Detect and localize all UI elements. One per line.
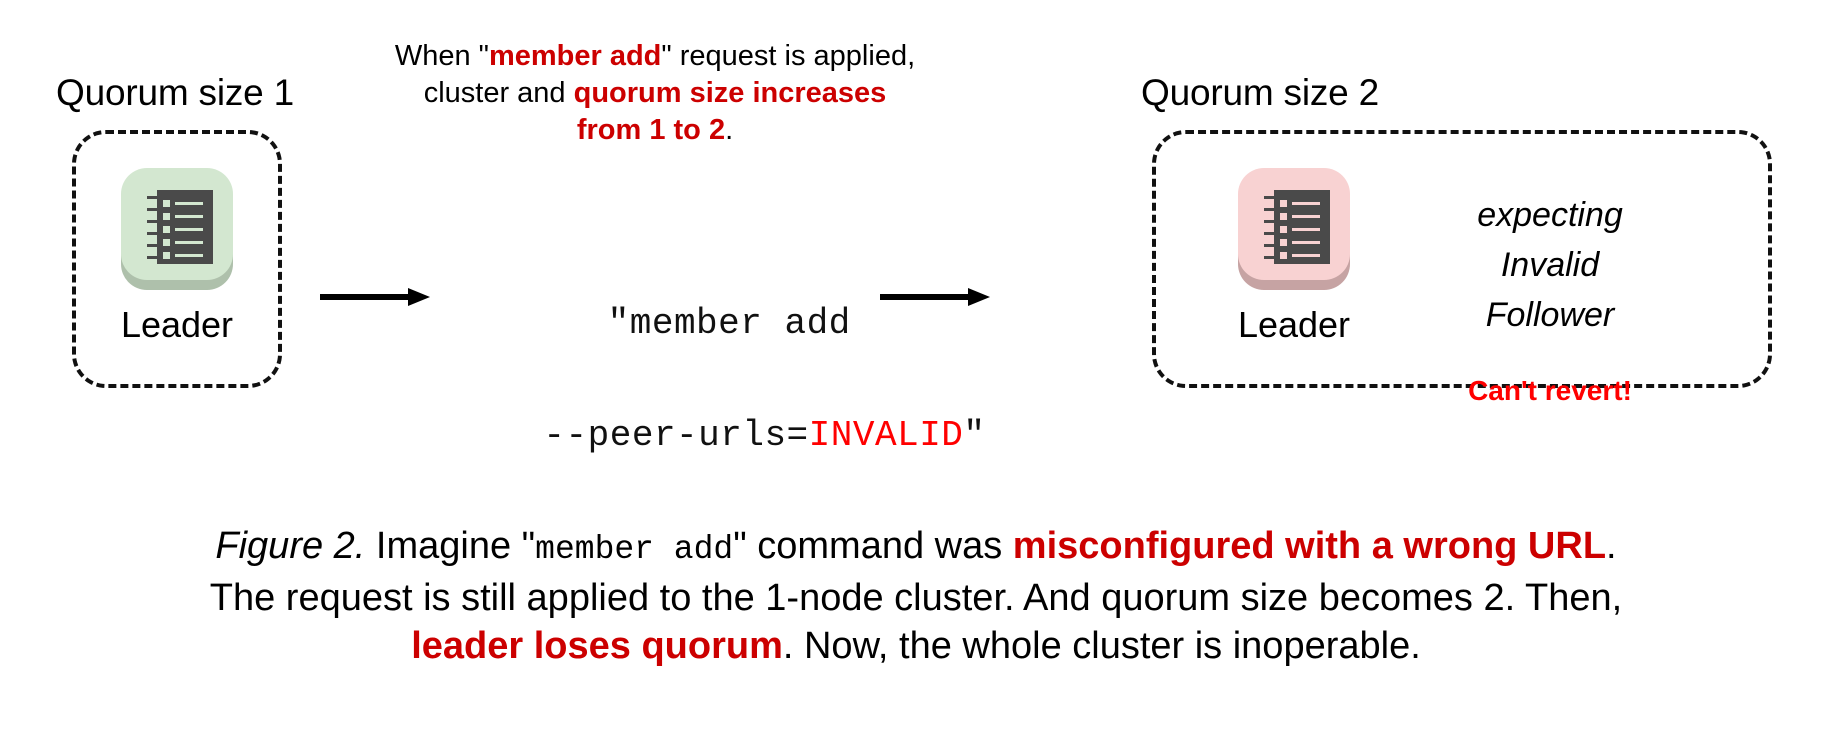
- ledger-icon: [1264, 190, 1330, 264]
- command-invalid-token: INVALID: [808, 415, 964, 456]
- left-cluster-box: [72, 130, 282, 388]
- right-node-label: Leader: [1237, 304, 1351, 345]
- top-note-seg1: When ": [394, 40, 489, 72]
- command-line-2-suffix: ": [963, 415, 986, 456]
- top-note-member-add: member add: [488, 40, 662, 72]
- expecting-status-text: expecting Invalid Follower: [1390, 190, 1710, 340]
- top-annotation: When "member add" request is applied, cl…: [345, 38, 965, 149]
- caption-red-misconfigured: misconfigured with a wrong URL: [1012, 525, 1607, 567]
- right-cluster-box: [1152, 130, 1772, 388]
- figure-caption: Figure 2. Imagine "member add" command w…: [0, 522, 1832, 670]
- right-arrow-right-icon: [880, 288, 990, 306]
- right-cluster-title: Quorum size 2: [1141, 72, 1379, 113]
- right-node-icon-wrap: [1232, 160, 1356, 296]
- left-node-tile: [121, 168, 233, 280]
- left-node-icon-wrap: [115, 160, 239, 296]
- status-line-1: expecting: [1477, 196, 1623, 234]
- caption-line-3: leader loses quorum. Now, the whole clus…: [0, 622, 1832, 670]
- top-note-seg3: " request is applied,: [661, 40, 916, 72]
- status-line-2: Invalid: [1500, 246, 1600, 284]
- caption-figure-number: Figure 2.: [215, 525, 366, 567]
- caption-line-2: The request is still applied to the 1-no…: [209, 577, 1623, 619]
- caption-t1: Imagine ": [365, 525, 536, 567]
- caption-red-leader-loses-quorum: leader loses quorum: [411, 625, 783, 667]
- caption-t3: .: [1606, 525, 1617, 567]
- left-leader-node: Leader: [115, 160, 239, 346]
- caption-line-1: Figure 2. Imagine "member add" command w…: [0, 522, 1832, 574]
- right-node-tile: [1238, 168, 1350, 280]
- left-arrow-right-icon: [320, 288, 430, 306]
- top-note-from-1-to-2: from 1 to 2: [576, 114, 726, 146]
- caption-mono-command: member add: [535, 531, 734, 568]
- right-leader-node: Leader: [1232, 160, 1356, 346]
- left-cluster-title: Quorum size 1: [56, 72, 294, 113]
- command-block: "member add --peer-urls=INVALID": [455, 240, 985, 520]
- top-note-seg4: cluster and: [423, 77, 574, 109]
- caption-t2: " command was: [733, 525, 1013, 567]
- cant-revert-warning: Can't revert!: [1468, 375, 1632, 406]
- status-line-3: Follower: [1485, 296, 1615, 334]
- caption-t4: . Now, the whole cluster is inoperable.: [782, 625, 1421, 667]
- top-note-seg7: .: [725, 114, 734, 146]
- command-line-2-prefix: --peer-urls=: [543, 415, 809, 456]
- top-note-quorum-increases: quorum size increases: [573, 77, 887, 109]
- left-node-label: Leader: [120, 304, 234, 345]
- command-line-1: "member add: [607, 303, 851, 344]
- ledger-icon: [147, 190, 213, 264]
